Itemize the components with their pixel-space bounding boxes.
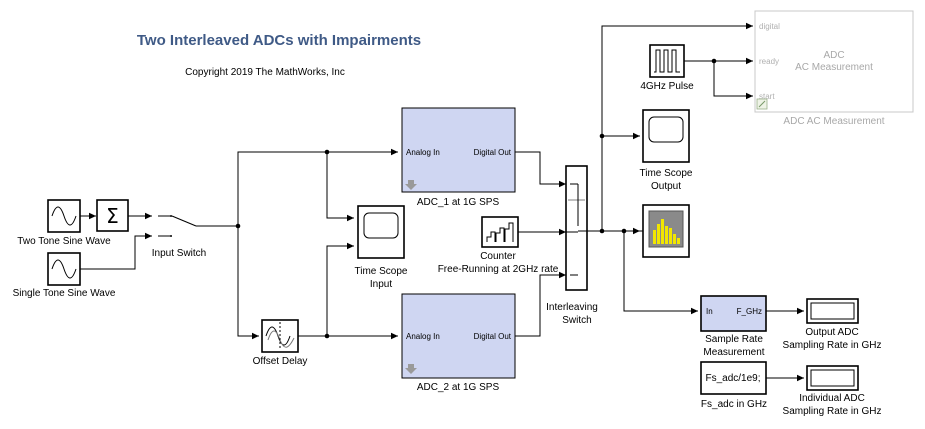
output-adc-display-block[interactable] bbox=[806, 298, 859, 324]
input-switch-label: Input Switch bbox=[152, 248, 206, 259]
sum-symbol: Σ bbox=[106, 204, 119, 228]
copyright-text: Copyright 2019 The MathWorks, Inc bbox=[185, 67, 345, 78]
adc1-analog-in-port: Analog In bbox=[406, 148, 440, 157]
counter-label-2: Free-Running at 2GHz rate bbox=[438, 264, 559, 275]
adc1-digital-out-port: Digital Out bbox=[474, 148, 512, 157]
adc2-mask-arrow-icon bbox=[405, 364, 417, 374]
offset-delay-block[interactable] bbox=[261, 319, 299, 353]
two-tone-sine-label: Two Tone Sine Wave bbox=[17, 236, 111, 247]
fs-adc-constant-value: Fs_adc/1e9; bbox=[705, 373, 760, 384]
single-tone-sine-label: Single Tone Sine Wave bbox=[13, 288, 116, 299]
pulse-generator-block[interactable] bbox=[649, 44, 685, 78]
adc1-label: ADC_1 at 1G SPS bbox=[417, 197, 500, 208]
adc-ac-measurement-block[interactable]: digital ready start ADC AC Measurement bbox=[754, 10, 914, 113]
individual-adc-display-label-1: Individual ADC bbox=[799, 393, 865, 404]
individual-adc-display-label-2: Sampling Rate in GHz bbox=[783, 406, 882, 417]
output-adc-display-label-2: Sampling Rate in GHz bbox=[783, 340, 882, 351]
individual-adc-display-block[interactable] bbox=[806, 365, 859, 391]
spectrum-icon bbox=[653, 219, 680, 244]
offset-delay-label: Offset Delay bbox=[253, 356, 308, 367]
adc-ac-measurement-label: ADC AC Measurement bbox=[783, 116, 884, 127]
adc-ac-port-start: start bbox=[759, 92, 775, 101]
sum-block[interactable]: Σ bbox=[96, 199, 129, 232]
fs-adc-constant-block[interactable]: Fs_adc/1e9; bbox=[700, 361, 767, 395]
pulse-label: 4GHz Pulse bbox=[640, 81, 694, 92]
adc1-subsystem[interactable]: Analog In Digital Out bbox=[401, 107, 516, 193]
counter-block[interactable] bbox=[481, 216, 519, 248]
interleaving-switch-label-1: Interleaving bbox=[546, 302, 598, 313]
spectrum-analyzer-block[interactable] bbox=[642, 204, 690, 258]
adc2-label: ADC_2 at 1G SPS bbox=[417, 382, 500, 393]
two-tone-sine-block[interactable] bbox=[47, 199, 81, 233]
adc2-analog-in-port: Analog In bbox=[406, 332, 440, 341]
signal-lines bbox=[80, 22, 804, 382]
time-scope-input-label-2: Input bbox=[370, 279, 392, 290]
interleaving-switch-label-2: Switch bbox=[562, 315, 591, 326]
output-adc-display-label-1: Output ADC bbox=[805, 327, 858, 338]
adc-ac-port-ready: ready bbox=[759, 57, 779, 66]
sample-rate-in-port: In bbox=[706, 307, 713, 316]
branch-points bbox=[235, 58, 717, 339]
sample-rate-label-1: Sample Rate bbox=[705, 334, 763, 345]
single-tone-sine-block[interactable] bbox=[47, 252, 81, 286]
sample-rate-out-port: F_GHz bbox=[737, 307, 762, 316]
sample-rate-measurement-block[interactable]: In F_GHz bbox=[700, 295, 767, 332]
time-scope-output-label-2: Output bbox=[651, 181, 681, 192]
interleaving-switch-block[interactable] bbox=[565, 165, 588, 291]
sample-rate-label-2: Measurement bbox=[703, 347, 764, 358]
time-scope-input-label-1: Time Scope bbox=[355, 266, 408, 277]
adc2-digital-out-port: Digital Out bbox=[474, 332, 512, 341]
time-scope-output-label-1: Time Scope bbox=[640, 168, 693, 179]
library-link-icon bbox=[756, 98, 768, 110]
time-scope-output-block[interactable] bbox=[642, 109, 690, 163]
counter-label-1: Counter bbox=[480, 251, 516, 262]
adc2-subsystem[interactable]: Analog In Digital Out bbox=[401, 293, 516, 379]
adc-ac-port-digital: digital bbox=[759, 22, 780, 31]
adc-ac-title-2: AC Measurement bbox=[795, 62, 873, 73]
time-scope-input-block[interactable] bbox=[357, 205, 405, 259]
fs-adc-constant-label: Fs_adc in GHz bbox=[701, 399, 767, 410]
model-title: Two Interleaved ADCs with Impairments bbox=[137, 32, 421, 49]
input-switch-block[interactable] bbox=[158, 215, 207, 237]
adc1-mask-arrow-icon bbox=[405, 180, 417, 190]
adc-ac-title-1: ADC bbox=[823, 50, 844, 61]
